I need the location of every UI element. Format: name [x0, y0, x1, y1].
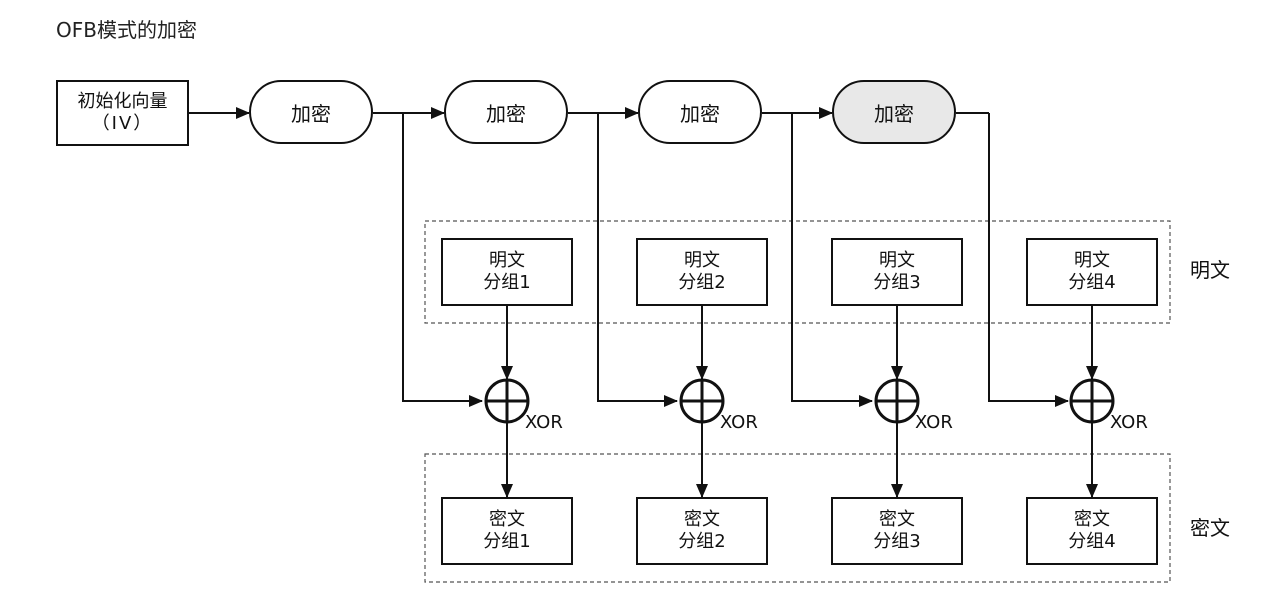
iv-box: 初始化向量 （IV）	[56, 80, 189, 146]
encrypt-label: 加密	[486, 101, 526, 126]
encrypt-node-2: 加密	[444, 80, 568, 144]
ciphertext-block-index: 分组2	[678, 531, 726, 552]
xor-label-4: XOR	[1110, 412, 1148, 433]
iv-abbrev: （IV）	[91, 113, 154, 134]
plaintext-block-title: 明文	[1074, 250, 1110, 271]
encrypt-label: 加密	[680, 101, 720, 126]
ciphertext-block-1: 密文 分组1	[441, 497, 573, 565]
ciphertext-block-title: 密文	[879, 509, 915, 530]
encrypt-node-3: 加密	[638, 80, 762, 144]
arrow-keystream-to-xor-4	[988, 113, 1069, 407]
ciphertext-block-title: 密文	[489, 509, 525, 530]
encrypt-node-4: 加密	[832, 80, 956, 144]
encrypt-label: 加密	[291, 101, 331, 126]
plaintext-block-2: 明文 分组2	[636, 238, 768, 306]
diagram-title: OFB模式的加密	[56, 18, 197, 42]
xor-label-3: XOR	[915, 412, 953, 433]
plaintext-block-index: 分组1	[483, 272, 531, 293]
xor-label-2: XOR	[720, 412, 758, 433]
plaintext-block-4: 明文 分组4	[1026, 238, 1158, 306]
plaintext-group-frame	[424, 220, 1171, 324]
arrow-keystream-to-xor-2	[597, 113, 678, 407]
plaintext-block-title: 明文	[489, 250, 525, 271]
xor-symbol-4	[1069, 378, 1115, 424]
encrypt-label: 加密	[874, 101, 914, 126]
ciphertext-block-title: 密文	[684, 509, 720, 530]
plaintext-row-label: 明文	[1190, 258, 1230, 282]
xor-label-1: XOR	[525, 412, 563, 433]
ciphertext-block-index: 分组1	[483, 531, 531, 552]
iv-label: 初始化向量	[77, 91, 168, 112]
encrypt-node-1: 加密	[249, 80, 373, 144]
ciphertext-block-index: 分组4	[1068, 531, 1116, 552]
xor-symbol-2	[679, 378, 725, 424]
plaintext-block-title: 明文	[879, 250, 915, 271]
plaintext-block-index: 分组3	[873, 272, 921, 293]
ciphertext-block-3: 密文 分组3	[831, 497, 963, 565]
ciphertext-row-label: 密文	[1190, 516, 1230, 540]
ciphertext-block-title: 密文	[1074, 509, 1110, 530]
ciphertext-block-4: 密文 分组4	[1026, 497, 1158, 565]
plaintext-block-title: 明文	[684, 250, 720, 271]
xor-symbol-3	[874, 378, 920, 424]
arrow-keystream-to-xor-3	[791, 113, 873, 407]
ciphertext-block-2: 密文 分组2	[636, 497, 768, 565]
plaintext-block-index: 分组2	[678, 272, 726, 293]
xor-symbol-1	[484, 378, 530, 424]
arrow-keystream-to-xor-1	[402, 113, 483, 407]
ciphertext-block-index: 分组3	[873, 531, 921, 552]
ciphertext-group-frame	[424, 453, 1171, 583]
plaintext-block-index: 分组4	[1068, 272, 1116, 293]
plaintext-block-3: 明文 分组3	[831, 238, 963, 306]
plaintext-block-1: 明文 分组1	[441, 238, 573, 306]
